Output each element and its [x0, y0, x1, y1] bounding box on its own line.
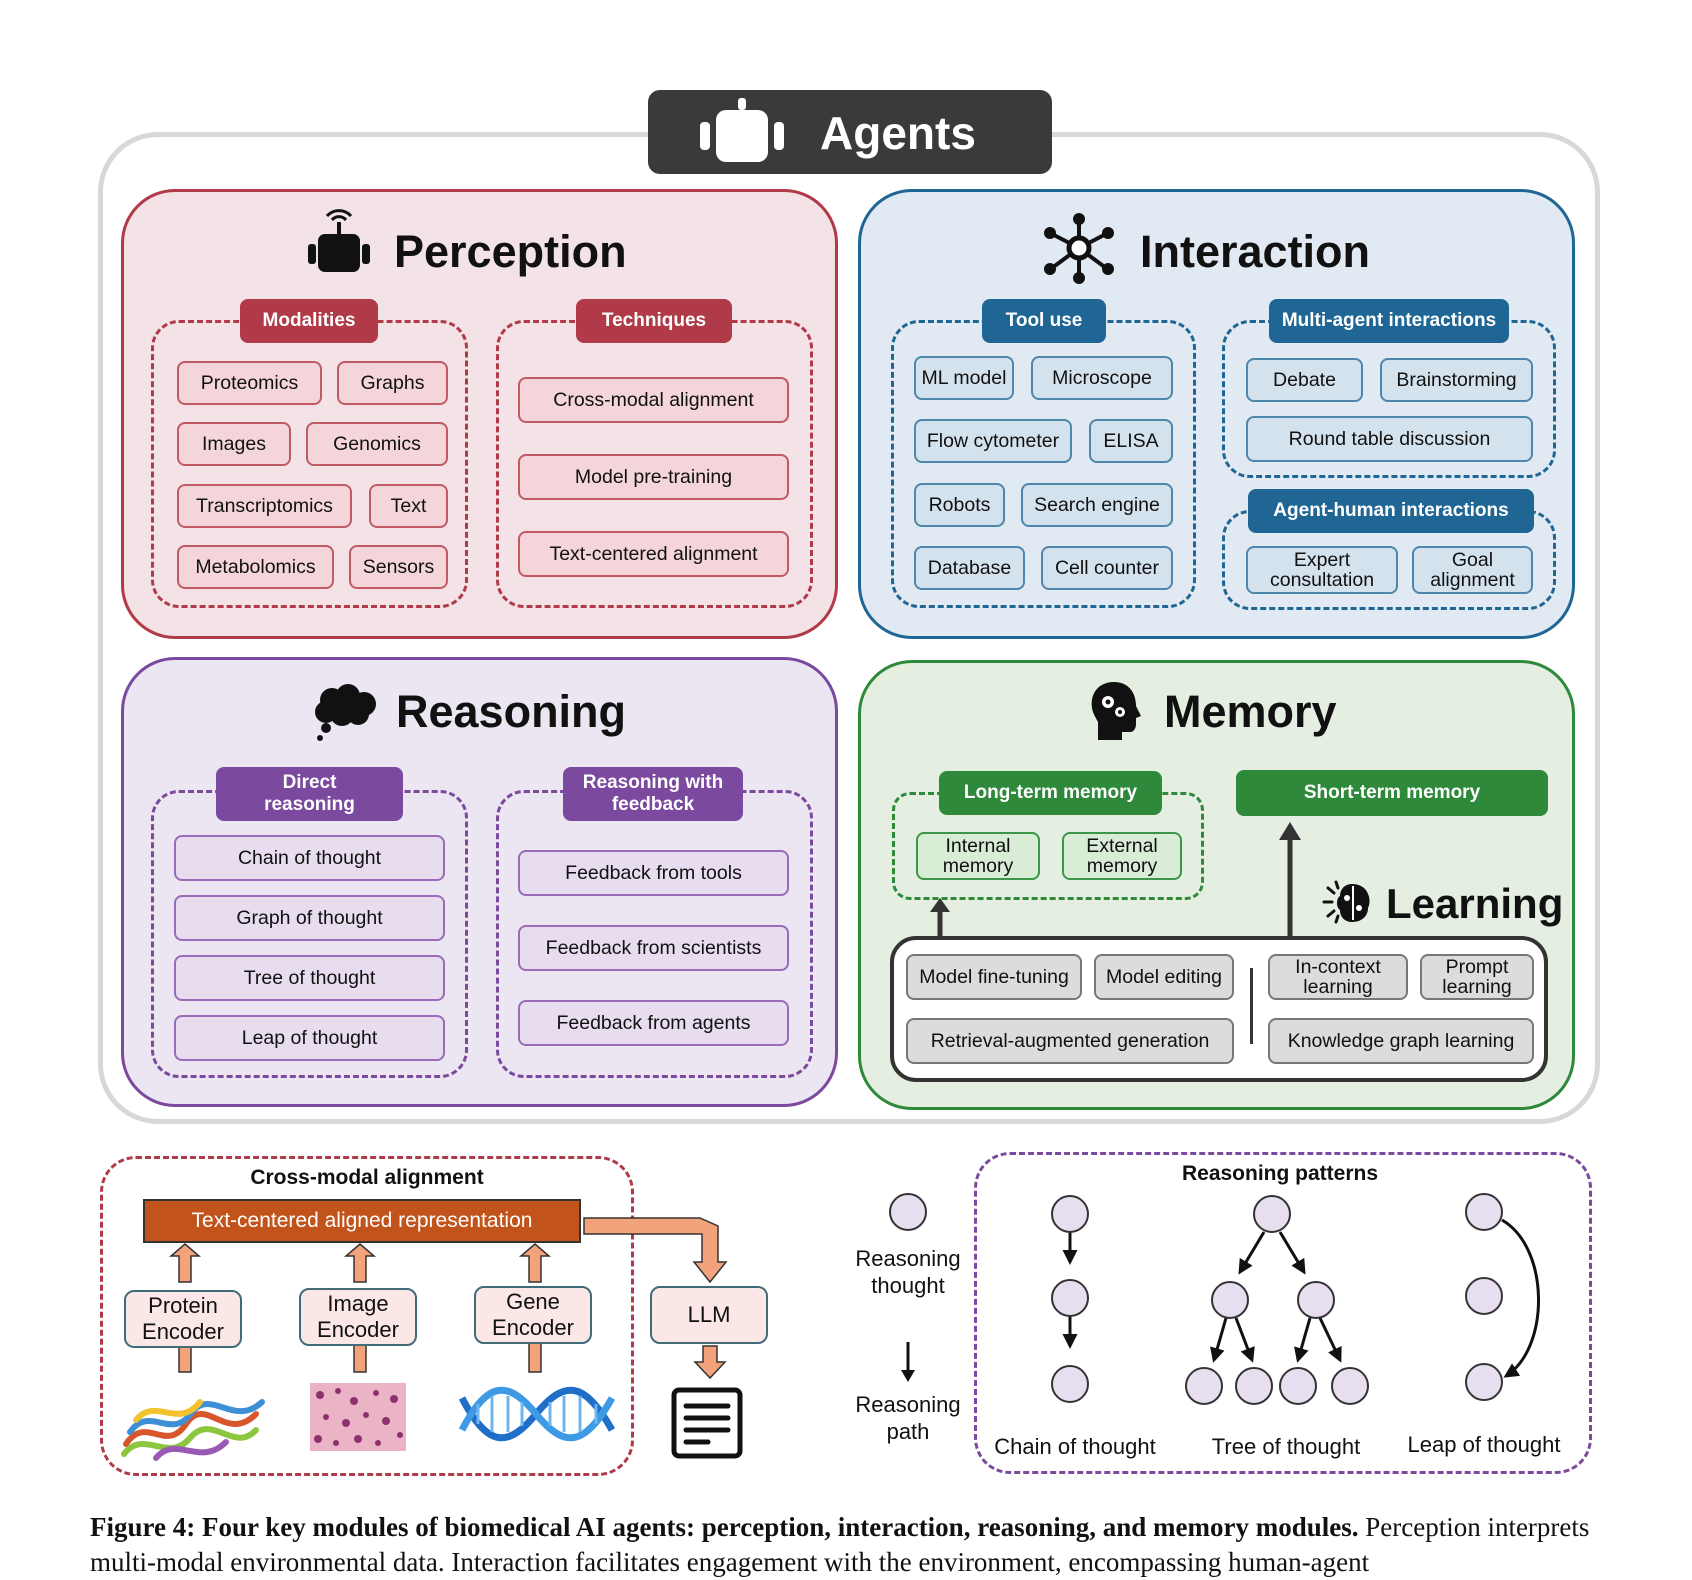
chip-round-table-discussion: Round table discussion: [1246, 416, 1533, 462]
chip-model-pre-training: Model pre-training: [518, 454, 789, 500]
modalities-label: Modalities: [240, 299, 378, 343]
chip-internal-memory: Internal memory: [916, 832, 1040, 880]
learning-divider: [1250, 968, 1253, 1044]
memory-arrows: [930, 822, 1301, 936]
brain-gear-icon: [1322, 880, 1370, 924]
dna-helix-icon: [458, 1386, 616, 1442]
chip-proteomics: Proteomics: [177, 361, 322, 405]
caption-bold: Figure 4: Four key modules of biomedical…: [90, 1512, 1359, 1542]
chip-search-engine: Search engine: [1021, 483, 1173, 527]
chip-metabolomics: Metabolomics: [177, 545, 334, 589]
chip-text: Text: [369, 484, 448, 528]
chip-leap-of-thought: Leap of thought: [174, 1015, 445, 1061]
long-term-memory-label: Long-term memory: [939, 771, 1162, 815]
document-icon: [671, 1387, 743, 1459]
legend-arrow-icon: [901, 1342, 915, 1382]
chip-expert-consultation: Expert consultation: [1246, 546, 1398, 594]
leap-of-thought-graph: [1465, 1193, 1540, 1401]
chip-elisa: ELISA: [1089, 419, 1173, 463]
pattern-leap-label: Leap of thought: [1407, 1431, 1561, 1457]
chip-text-centered-alignment: Text-centered alignment: [518, 531, 789, 577]
direct-reasoning-label: Direct reasoning: [216, 767, 403, 821]
chip-brainstorming: Brainstorming: [1380, 358, 1533, 402]
sensor-robot-icon: [308, 209, 370, 272]
chain-of-thought-graph: [1051, 1195, 1089, 1403]
image-encoder: Image Encoder: [299, 1288, 417, 1346]
pattern-chain-label: Chain of thought: [994, 1433, 1156, 1459]
agents-title-bar: Agents: [648, 90, 1052, 174]
chip-feedback-from-scientists: Feedback from scientists: [518, 925, 789, 971]
tissue-image-icon: [310, 1383, 406, 1451]
llm-box: LLM: [650, 1286, 768, 1344]
chip-model-fine-tuning: Model fine-tuning: [906, 954, 1082, 1000]
thought-cloud-icon: [315, 684, 376, 741]
chip-in-context-learning: In-context learning: [1268, 954, 1408, 1000]
short-term-memory-label: Short-term memory: [1236, 770, 1548, 816]
perception-title: Perception: [394, 226, 627, 277]
chip-graphs: Graphs: [337, 361, 448, 405]
chip-feedback-from-agents: Feedback from agents: [518, 1000, 789, 1046]
feedback-reasoning-label: Reasoning with feedback: [563, 767, 743, 821]
chip-database: Database: [914, 546, 1025, 590]
pattern-tree-label: Tree of thought: [1211, 1433, 1361, 1459]
chip-genomics: Genomics: [306, 422, 448, 466]
multi-agent-label: Multi-agent interactions: [1269, 299, 1509, 343]
network-icon: [1044, 213, 1114, 284]
tree-of-thought-graph: [1185, 1195, 1369, 1405]
chip-goal-alignment: Goal alignment: [1412, 546, 1533, 594]
chip-cross-modal-alignment: Cross-modal alignment: [518, 377, 789, 423]
techniques-label: Techniques: [576, 299, 732, 343]
chip-prompt-learning: Prompt learning: [1420, 954, 1534, 1000]
protein-structure-icon: [121, 1399, 265, 1461]
chip-ml-model: ML model: [914, 356, 1014, 400]
chip-robots: Robots: [914, 483, 1005, 527]
chip-feedback-from-tools: Feedback from tools: [518, 850, 789, 896]
chip-debate: Debate: [1246, 358, 1363, 402]
chip-tree-of-thought: Tree of thought: [174, 955, 445, 1001]
cross-modal-arrows: [168, 1217, 728, 1380]
tool-use-label: Tool use: [982, 299, 1106, 343]
reasoning-patterns-title: Reasoning patterns: [1181, 1162, 1379, 1185]
head-gears-icon: [1091, 682, 1141, 740]
gene-encoder: Gene Encoder: [474, 1286, 592, 1344]
text-centered-representation: Text-centered aligned representation: [143, 1199, 581, 1243]
chip-chain-of-thought: Chain of thought: [174, 835, 445, 881]
legend-node-label: Reasoning thought: [855, 1246, 961, 1298]
cross-modal-group: [100, 1156, 634, 1476]
learning-title: Learning: [1386, 880, 1564, 927]
chip-model-editing: Model editing: [1094, 954, 1234, 1000]
chip-microscope: Microscope: [1031, 356, 1173, 400]
legend-node-icon: [889, 1193, 927, 1231]
protein-encoder: Protein Encoder: [124, 1290, 242, 1348]
chip-sensors: Sensors: [349, 545, 448, 589]
chip-cell-counter: Cell counter: [1041, 546, 1173, 590]
reasoning-patterns-graphs: [1051, 1193, 1540, 1405]
chip-graph-of-thought: Graph of thought: [174, 895, 445, 941]
chip-transcriptomics: Transcriptomics: [177, 484, 352, 528]
chip-flow-cytometer: Flow cytometer: [914, 419, 1072, 463]
agents-title: Agents: [820, 107, 976, 159]
chip-retrieval-augmented-generation: Retrieval-augmented generation: [906, 1018, 1234, 1064]
chip-knowledge-graph-learning: Knowledge graph learning: [1268, 1018, 1534, 1064]
reasoning-patterns-group: [974, 1152, 1592, 1474]
interaction-title: Interaction: [1140, 226, 1371, 277]
memory-title: Memory: [1164, 686, 1337, 737]
agent-human-label: Agent-human interactions: [1248, 489, 1534, 533]
chip-external-memory: External memory: [1062, 832, 1182, 880]
figure-caption: Figure 4: Four key modules of biomedical…: [90, 1510, 1610, 1580]
cross-modal-title: Cross-modal alignment: [250, 1166, 484, 1189]
legend-path-label: Reasoning path: [855, 1392, 961, 1444]
chip-images: Images: [177, 422, 291, 466]
robot-icon: [700, 98, 784, 162]
reasoning-title: Reasoning: [396, 686, 627, 737]
